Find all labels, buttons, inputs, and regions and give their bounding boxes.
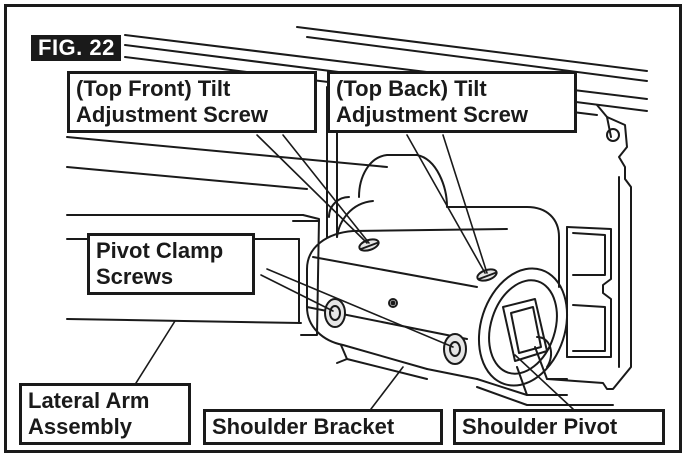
pivot-clamp-screws xyxy=(324,298,467,365)
callout-line: (Top Front) Tilt xyxy=(76,76,231,101)
figure-frame: FIG. 22 (Top Front) Tilt Adjustment Scre… xyxy=(4,4,682,453)
callout-line: Adjustment Screw xyxy=(76,102,268,127)
callout-shoulder-pivot: Shoulder Pivot xyxy=(453,409,665,445)
callout-line: Screws xyxy=(96,264,174,289)
callout-line: Shoulder Pivot xyxy=(462,414,618,439)
leader-clamp-1 xyxy=(260,274,334,312)
callout-line: (Top Back) Tilt xyxy=(336,76,487,101)
callout-line: Assembly xyxy=(28,414,132,439)
callout-line: Lateral Arm xyxy=(28,388,150,413)
leader-top-front-2 xyxy=(282,134,370,244)
leader-top-back xyxy=(406,134,486,274)
callout-shoulder-bracket: Shoulder Bracket xyxy=(203,409,443,445)
callout-line: Pivot Clamp xyxy=(96,238,224,263)
leader-shoulder-bracket xyxy=(370,366,404,410)
leader-top-front xyxy=(256,134,368,244)
leader-lines xyxy=(130,134,574,410)
figure-label: FIG. 22 xyxy=(31,35,121,61)
callout-lateral-arm-assembly: Lateral Arm Assembly xyxy=(19,383,191,445)
callout-top-back-tilt-screw: (Top Back) Tilt Adjustment Screw xyxy=(327,71,577,133)
leader-clamp-2 xyxy=(266,268,454,348)
callout-line: Shoulder Bracket xyxy=(212,414,395,439)
mounting-plate xyxy=(476,104,632,406)
callout-line: Adjustment Screw xyxy=(336,102,528,127)
callout-top-front-tilt-screw: (Top Front) Tilt Adjustment Screw xyxy=(67,71,317,133)
callout-pivot-clamp-screws: Pivot Clamp Screws xyxy=(87,233,255,295)
pivot-ring xyxy=(477,267,569,387)
leader-top-back-2 xyxy=(442,134,488,274)
leader-shoulder-pivot xyxy=(514,354,574,410)
leader-lateral-arm xyxy=(130,320,176,392)
